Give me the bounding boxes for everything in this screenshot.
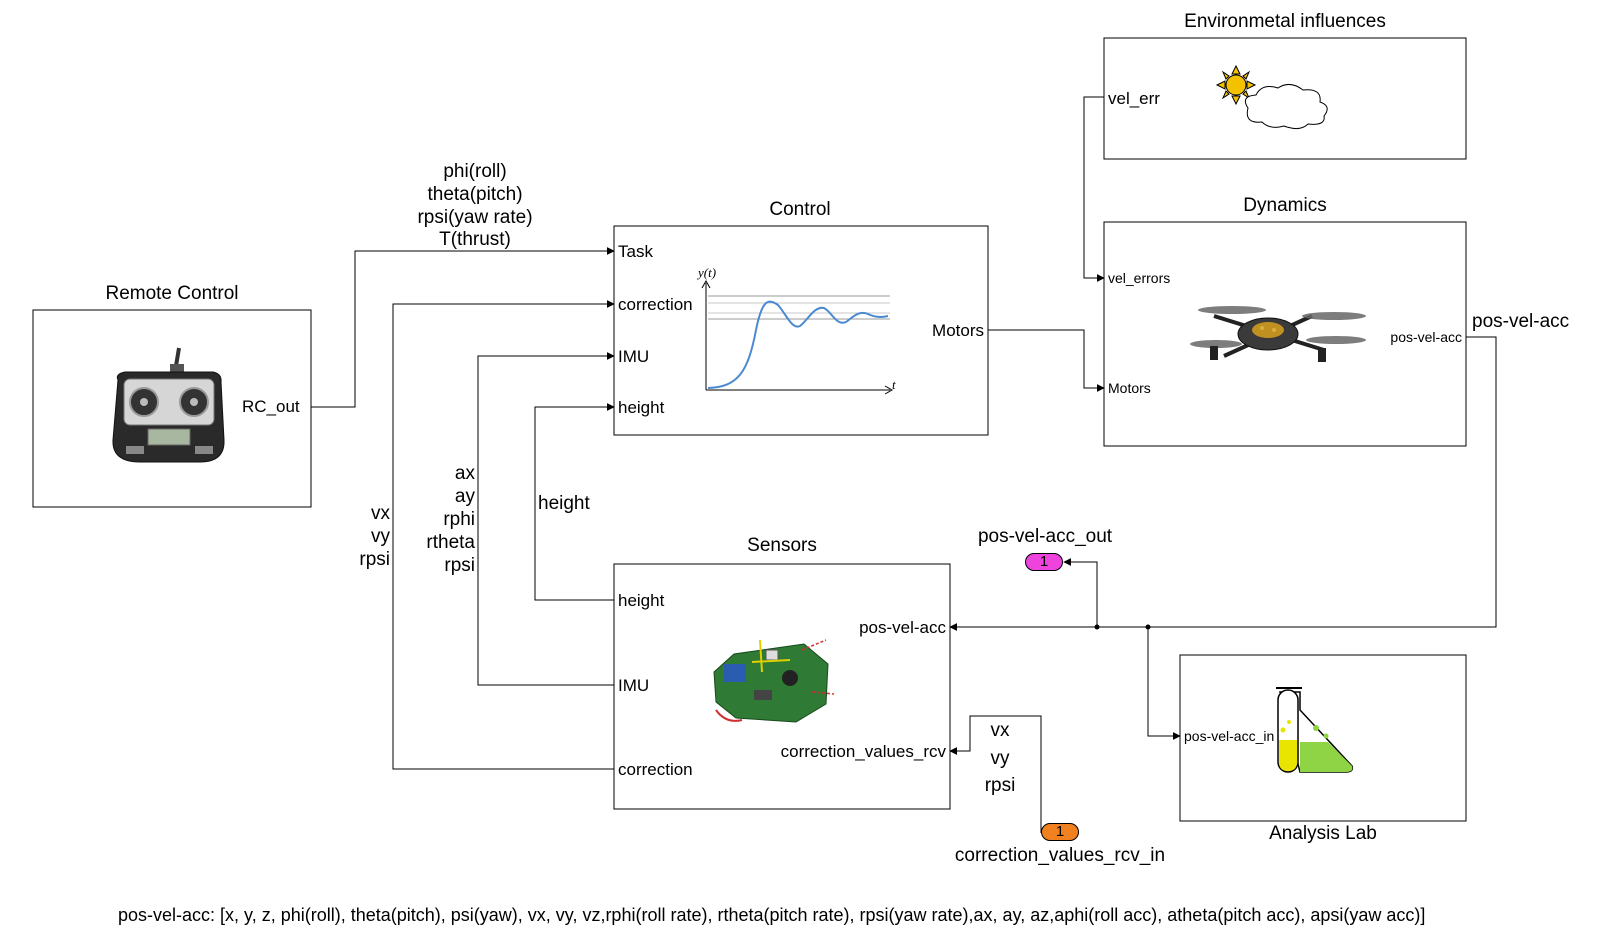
dynamics-title: Dynamics (1243, 195, 1327, 216)
line-branch-to-analysis[interactable] (1147, 627, 1181, 740)
step-response-plot (701, 279, 894, 395)
line-inport-to-sensors[interactable] (949, 715, 1042, 833)
signal-task-label-2: rpsi(yaw rate) (417, 207, 533, 228)
port-rc-out: RC_out (242, 397, 300, 416)
environment-title: Environmetal influences (1184, 11, 1386, 32)
port-environment-vel-err: vel_err (1108, 89, 1160, 108)
sensor-board-icon (713, 639, 835, 723)
port-dynamics-pos-vel-acc: pos-vel-acc (1390, 329, 1462, 345)
remote-control-title: Remote Control (105, 283, 239, 304)
signal-correction-label-0: vx (371, 503, 390, 524)
branch-dot-outport (1094, 624, 1100, 630)
port-sensors-correction-values-rcv: correction_values_rcv (780, 742, 946, 761)
plot-ylabel: y(t) (698, 265, 717, 280)
plot-xlabel: t (892, 377, 896, 392)
signal-task-label-1: theta(pitch) (427, 184, 523, 205)
line-correction-to-control[interactable] (392, 300, 615, 770)
port-dynamics-vel-errors: vel_errors (1108, 270, 1171, 286)
port-sensors-correction: correction (618, 760, 693, 779)
signal-height-label: height (538, 493, 590, 514)
signal-correction-label-1: vy (371, 526, 390, 547)
port-control-correction: correction (618, 295, 693, 314)
outport-name: pos-vel-acc_out (977, 526, 1113, 547)
line-velerr-to-dynamics[interactable] (1083, 96, 1105, 282)
signal-task-label-0: phi(roll) (443, 161, 507, 182)
port-control-height: height (618, 398, 665, 417)
port-control-motors: Motors (932, 321, 984, 340)
control-block[interactable] (613, 225, 989, 436)
line-imu-to-control[interactable] (477, 352, 615, 686)
signal-dynamics-out-label: pos-vel-acc (1472, 311, 1570, 332)
rc-transmitter-icon (112, 347, 225, 463)
branch-dot-analysis (1145, 624, 1151, 630)
step-response-curve (707, 300, 889, 389)
port-sensors-pos-vel-acc: pos-vel-acc (859, 618, 946, 637)
signal-correction-label-2: rpsi (359, 549, 390, 570)
sensors-title: Sensors (747, 535, 817, 556)
port-control-imu: IMU (618, 347, 650, 366)
line-motors-to-dynamics[interactable] (988, 329, 1105, 392)
signal-imu-label-1: ay (454, 486, 475, 507)
analysis-lab-title: Analysis Lab (1269, 823, 1377, 844)
port-analysis-pos-vel-acc-in: pos-vel-acc_in (1184, 728, 1275, 744)
signal-rcv-label-2: rpsi (984, 775, 1016, 796)
port-sensors-height: height (618, 591, 665, 610)
line-height-to-control[interactable] (534, 403, 615, 601)
signal-task-label-3: T(thrust) (439, 229, 511, 250)
sun-cloud-icon (1215, 64, 1328, 130)
signal-rcv-label-0: vx (990, 720, 1010, 741)
line-branch-to-outport[interactable] (1063, 558, 1098, 627)
quadcopter-icon (1190, 306, 1366, 362)
line-rc-to-task[interactable] (311, 247, 615, 408)
port-dynamics-motors: Motors (1108, 380, 1151, 396)
control-title: Control (769, 199, 831, 220)
inport-name: correction_values_rcv_in (954, 845, 1166, 866)
signal-imu-label-3: rtheta (426, 532, 475, 553)
port-sensors-imu: IMU (618, 676, 650, 695)
signal-imu-label-4: rpsi (444, 555, 475, 576)
line-posvelacc-to-sensors[interactable] (949, 336, 1497, 631)
signal-rcv-label-1: vy (990, 748, 1010, 769)
outport-pos-vel-acc-out[interactable]: 1 (1025, 553, 1063, 571)
signal-imu-label-2: rphi (443, 509, 475, 530)
footnote-pos-vel-acc: pos-vel-acc: [x, y, z, phi(roll), theta(… (118, 905, 1426, 925)
port-control-task: Task (618, 242, 653, 261)
inport-correction-values-rcv-in[interactable]: 1 (1041, 823, 1079, 841)
signal-imu-label-0: ax (454, 463, 475, 484)
lab-flask-icon (1276, 687, 1354, 773)
